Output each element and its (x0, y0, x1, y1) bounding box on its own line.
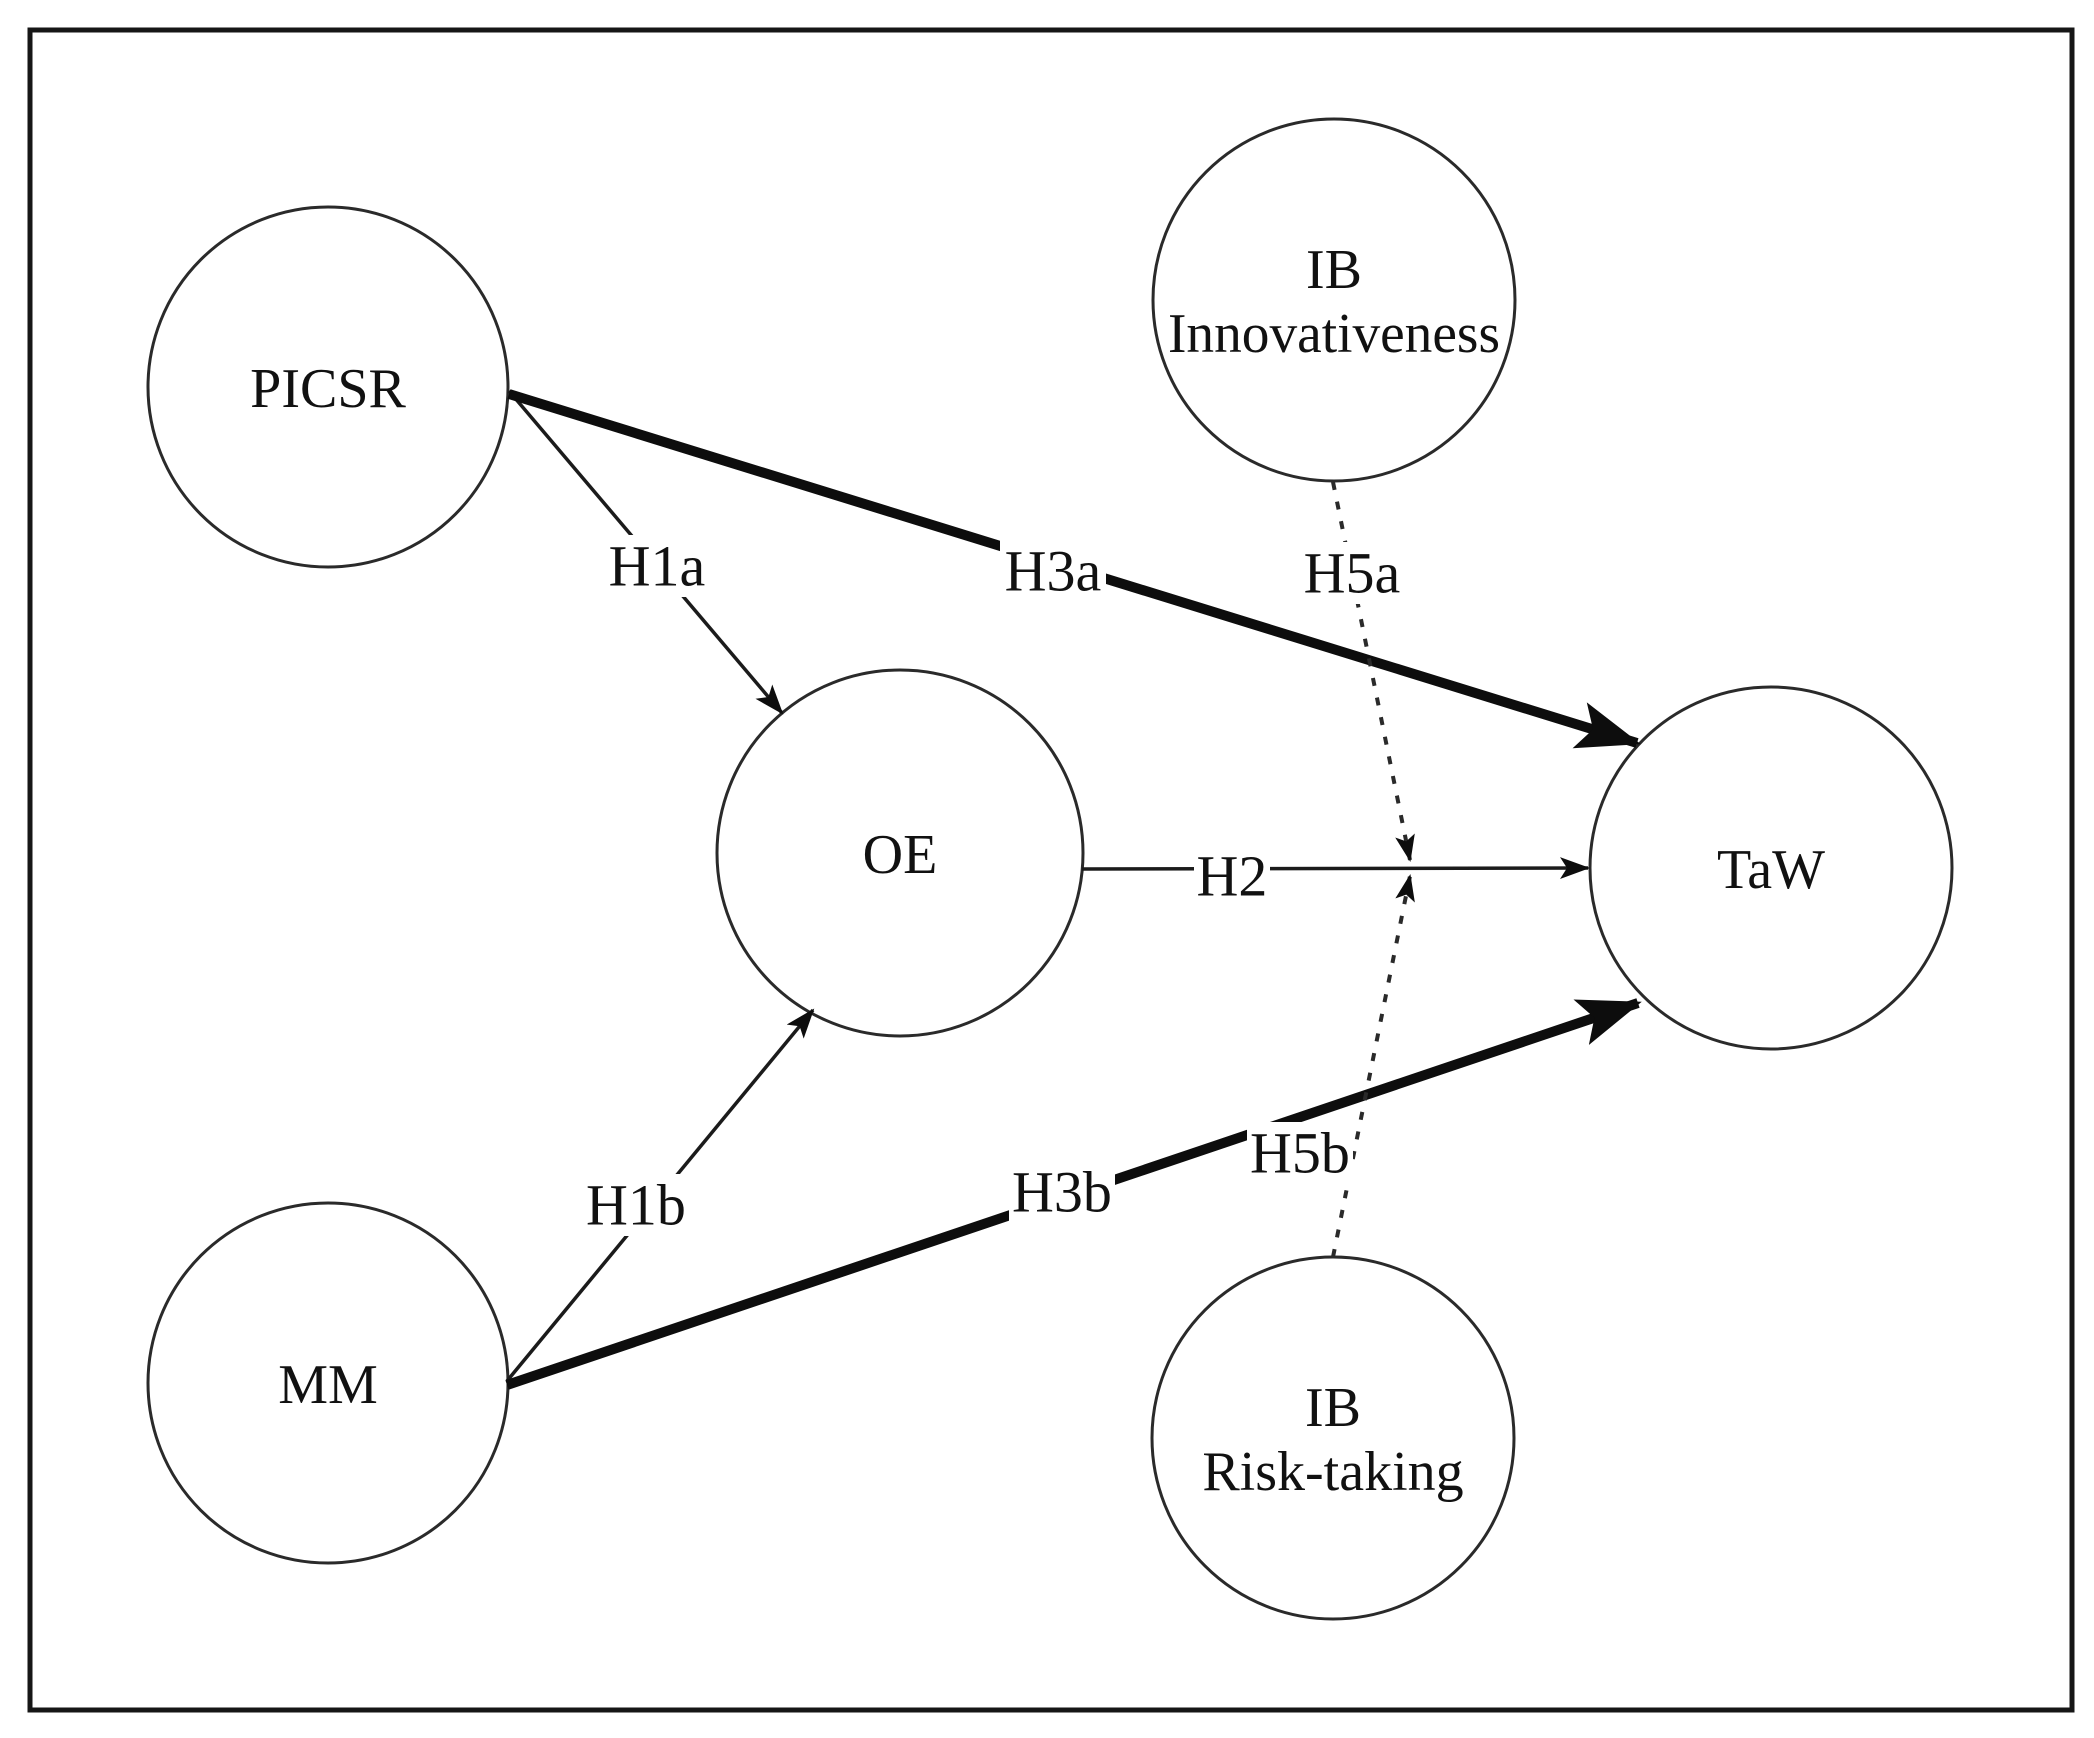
edge-label-h2: H2 (1197, 844, 1268, 909)
node-label-taw: TaW (1717, 839, 1825, 901)
node-label-ib_innovativeness-line2: Innovativeness (1168, 303, 1500, 365)
edge-label-bg-h3a (1000, 540, 1106, 602)
edge-label-bg-h1b (583, 1174, 689, 1236)
edge-label-h5b: H5b (1250, 1121, 1350, 1186)
edge-h2-arrow (1081, 857, 1590, 880)
edge-label-h5a: H5a (1304, 541, 1401, 606)
node-label-ib_innovativeness-line1: IB (1306, 239, 1362, 301)
edge-label-h1b: H1b (586, 1173, 686, 1238)
node-circle-taw (1588, 685, 1954, 1051)
edge-label-bg-h5a (1299, 542, 1405, 604)
node-label-picsr: PICSR (250, 358, 406, 420)
edge-label-h1a: H1a (609, 534, 706, 599)
edge-label-bg-h2 (1194, 845, 1270, 907)
edge-label-h3a: H3a (1005, 539, 1102, 604)
figure-border (27, 27, 2075, 1713)
edge-label-bg-h3b (1009, 1161, 1115, 1223)
edge-h5b-arrow (1331, 874, 1415, 1258)
node-circle-oe (715, 668, 1085, 1038)
edge-label-h3b: H3b (1012, 1160, 1112, 1225)
node-label-ib_risk_taking-line1: IB (1305, 1377, 1361, 1439)
node-label-mm: MM (278, 1354, 378, 1416)
node-circle-ib_innovativeness (1151, 117, 1517, 483)
node-label-oe: OE (863, 824, 938, 886)
edge-label-bg-h1a (604, 535, 710, 597)
node-label-ib_risk_taking-line2: Risk-taking (1202, 1441, 1463, 1503)
edge-label-bg-h5b (1247, 1122, 1353, 1184)
node-circle-picsr (146, 205, 510, 569)
